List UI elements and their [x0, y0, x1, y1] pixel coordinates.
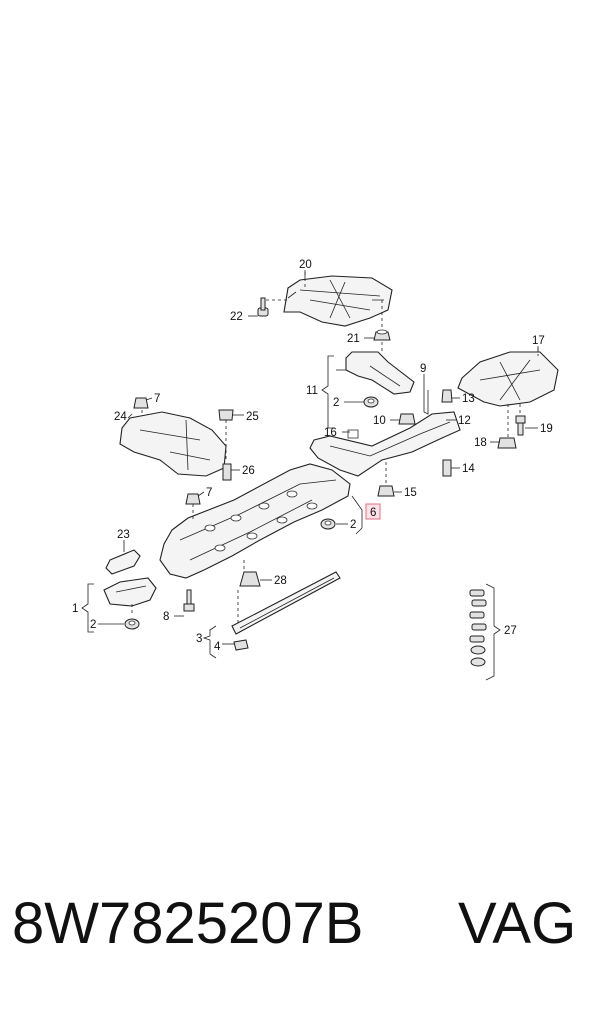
bolt-22	[257, 297, 269, 317]
clip-7-upper	[133, 397, 149, 409]
callout-26: 26	[242, 465, 255, 477]
callout-19: 19	[540, 423, 553, 435]
part-23-bracket	[105, 549, 141, 575]
callout-25: 25	[246, 411, 259, 423]
nut-2-middle	[320, 518, 336, 530]
callout-6: 6	[370, 507, 376, 519]
leader-lines	[81, 270, 539, 681]
callout-2-lower: 2	[90, 619, 96, 631]
callout-8: 8	[163, 611, 169, 623]
part-27-fastener-set	[469, 589, 487, 667]
part-12-panel	[309, 411, 461, 477]
clip-13	[441, 389, 453, 403]
clip-25	[218, 409, 234, 460]
callout-10: 10	[373, 415, 386, 427]
bolt-14	[442, 459, 452, 477]
bolt-8	[183, 589, 195, 612]
part-20-cover	[266, 272, 393, 330]
part-11-bracket	[345, 342, 415, 395]
part-24-cover	[119, 398, 227, 477]
callout-21: 21	[347, 333, 360, 345]
nut-28	[239, 571, 261, 587]
callout-13: 13	[462, 393, 475, 405]
brand-name: VAG	[458, 891, 577, 956]
callout-9: 9	[420, 363, 426, 375]
callout-12: 12	[458, 415, 471, 427]
callout-18: 18	[474, 437, 487, 449]
nut-2-lower	[124, 618, 140, 630]
clip-7-lower	[185, 493, 201, 522]
callout-7-upper: 7	[154, 393, 160, 405]
callout-1: 1	[72, 603, 78, 615]
callout-22: 22	[230, 311, 243, 323]
callout-3: 3	[196, 633, 202, 645]
nut-18	[497, 437, 517, 449]
callout-27: 27	[504, 625, 517, 637]
part-17-cover	[457, 348, 559, 438]
callout-14: 14	[462, 463, 475, 475]
callout-16: 16	[324, 427, 337, 439]
callout-17: 17	[532, 335, 545, 347]
callout-15: 15	[404, 487, 417, 499]
callout-28: 28	[274, 575, 287, 587]
callout-6-highlight	[365, 503, 381, 520]
callout-2-upper: 2	[333, 397, 339, 409]
nut-10	[398, 413, 416, 425]
callout-7-lower: 7	[206, 487, 212, 499]
callout-23: 23	[117, 529, 130, 541]
callout-4: 4	[214, 641, 221, 653]
nut-21	[373, 329, 391, 341]
bolt-26	[222, 463, 232, 481]
part-1-cover	[103, 577, 157, 616]
callout-20: 20	[299, 259, 312, 271]
part-4-clip	[233, 639, 249, 651]
part-6-main-panel	[159, 463, 351, 628]
callout-2-middle: 2	[350, 519, 356, 531]
part-number: 8W7825207B	[12, 891, 364, 956]
part-3-side-rail	[231, 571, 341, 635]
clip-9	[423, 386, 429, 415]
callout-11: 11	[306, 385, 318, 397]
nut-15	[377, 462, 395, 497]
bolt-19	[515, 415, 526, 436]
callout-24: 24	[114, 411, 127, 423]
nut-2-upper	[363, 396, 379, 408]
